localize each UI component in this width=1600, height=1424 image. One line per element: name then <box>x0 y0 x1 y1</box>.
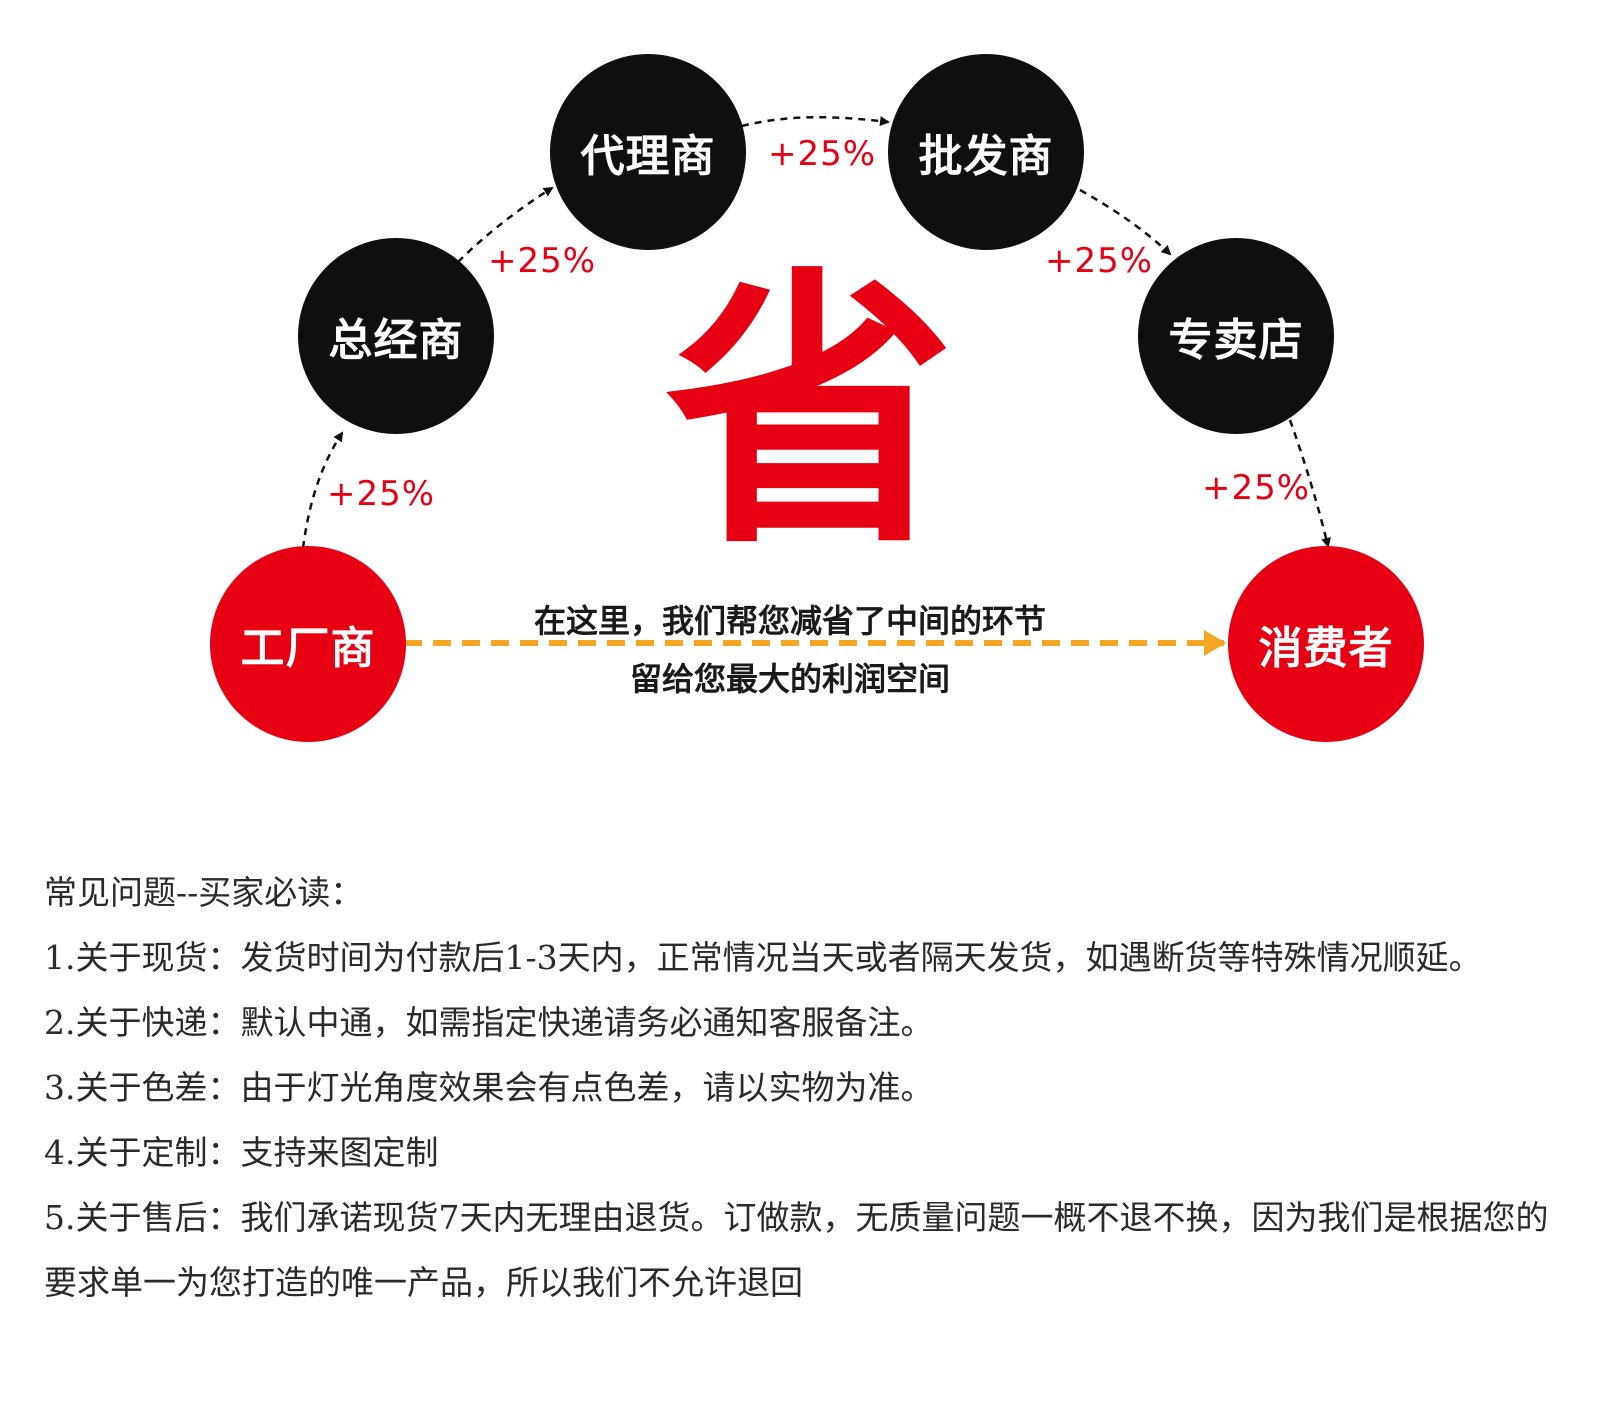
markup-label-3: +25% <box>768 134 877 174</box>
node-agent: 代理商 <box>550 54 746 250</box>
faq-item-5: 5.关于售后：我们承诺现货7天内无理由退货。订做款，无质量问题一概不退不换，因为… <box>44 1198 1549 1302</box>
node-store: 专卖店 <box>1138 238 1334 434</box>
save-character: 省 <box>665 246 955 583</box>
faq-item-1: 1.关于现货：发货时间为付款后1-3天内，正常情况当天或者隔天发货，如遇断货等特… <box>44 938 1482 977</box>
arrow-store-to-consumer <box>1288 419 1331 548</box>
node-general-distributor-label: 总经商 <box>328 315 464 366</box>
node-wholesaler-label: 批发商 <box>918 131 1054 182</box>
faq-title: 常见问题--买家必读： <box>44 873 364 912</box>
node-consumer: 消费者 <box>1228 546 1424 742</box>
node-factory-label: 工厂商 <box>240 623 376 674</box>
arrow-factory-to-general <box>301 431 344 549</box>
faq-section: 常见问题--买家必读： 1.关于现货：发货时间为付款后1-3天内，正常情况当天或… <box>44 860 1564 1315</box>
arrow-agent-to-wholesaler <box>741 115 890 128</box>
markup-label-2: +25% <box>488 241 597 281</box>
markup-label-5: +25% <box>1202 468 1311 508</box>
faq-item-3: 3.关于色差：由于灯光角度效果会有点色差，请以实物为准。 <box>44 1068 934 1107</box>
faq-item-4: 4.关于定制：支持来图定制 <box>44 1133 439 1172</box>
markup-label-1: +25% <box>327 474 436 514</box>
markup-label-4: +25% <box>1045 241 1154 281</box>
arrow-general-to-agent <box>457 186 554 263</box>
node-wholesaler: 批发商 <box>888 54 1084 250</box>
node-factory: 工厂商 <box>210 546 406 742</box>
faq-item-2: 2.关于快递：默认中通，如需指定快递请务必通知客服备注。 <box>44 1003 934 1042</box>
center-caption-line-2: 留给您最大的利润空间 <box>629 660 950 698</box>
center-caption-line-1: 在这里，我们帮您减省了中间的环节 <box>533 602 1046 640</box>
connector-arrows <box>301 115 1331 656</box>
node-store-label: 专卖店 <box>1168 315 1304 366</box>
node-consumer-label: 消费者 <box>1258 623 1394 674</box>
node-general-distributor: 总经商 <box>298 238 494 434</box>
supply-chain-diagram: 工厂商 总经商 代理商 批发商 专卖店 消费者 +25% +25% +25% +… <box>210 54 1424 742</box>
arrow-wholesaler-to-store <box>1079 188 1172 256</box>
node-agent-label: 代理商 <box>580 131 716 182</box>
